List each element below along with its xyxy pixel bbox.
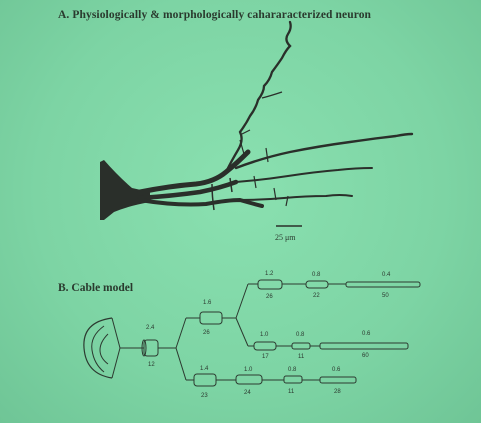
cylinder (193, 373, 217, 387)
dendrite-trunk (138, 197, 264, 208)
segment-length: 23 (201, 393, 208, 399)
segment-diameter: 2.4 (146, 325, 155, 331)
segment-diameter: 0.8 (312, 272, 321, 278)
segment-length: 11 (298, 354, 305, 360)
segment-diameter: 1.0 (260, 332, 269, 338)
dendrite-right-lower (239, 194, 353, 201)
cylinder (283, 375, 303, 384)
segment-length: 26 (203, 330, 210, 336)
segment-length: 12 (148, 362, 155, 368)
segment-length: 60 (362, 353, 369, 359)
segment-length: 17 (262, 354, 269, 360)
dendrite-trunk (137, 149, 251, 195)
segment-length: 50 (382, 293, 389, 299)
soma (100, 160, 150, 220)
segment-length: 28 (334, 389, 341, 395)
cylinder (291, 342, 311, 350)
segment-diameter: 0.8 (288, 367, 297, 373)
segment-diameter: 0.4 (382, 272, 391, 278)
dendrite-right-upper (234, 132, 414, 170)
segment-diameter: 1.0 (244, 367, 253, 373)
segment-length: 22 (313, 293, 320, 299)
cylinder (235, 374, 263, 385)
cylinder (319, 342, 409, 350)
panel-a-title: A. Physiologically & morphologically cah… (58, 9, 372, 21)
segment-diameter: 1.2 (265, 271, 274, 277)
cylinder (253, 341, 277, 351)
cylinder (345, 281, 421, 288)
dendrite-ascending (224, 20, 292, 174)
segment-length: 24 (244, 390, 251, 396)
segment-length: 11 (288, 389, 295, 395)
cylinder (257, 279, 283, 290)
segment-diameter: 1.6 (203, 300, 212, 306)
cylinder (305, 280, 329, 289)
scale-bar-label: 25 μm (275, 233, 296, 242)
dendrite-right-middle (235, 167, 373, 183)
segment-diameter: 0.6 (332, 367, 341, 373)
soma-shape (83, 317, 113, 379)
dendrite-trunk (137, 179, 239, 201)
segment-diameter: 0.6 (362, 331, 371, 337)
cylinder (199, 311, 223, 325)
panel-b-title: B. Cable model (58, 282, 134, 294)
segment-diameter: 1.4 (200, 366, 209, 372)
cylinder (319, 376, 357, 384)
segment-length: 26 (266, 294, 273, 300)
segment-diameter: 0.8 (296, 332, 305, 338)
